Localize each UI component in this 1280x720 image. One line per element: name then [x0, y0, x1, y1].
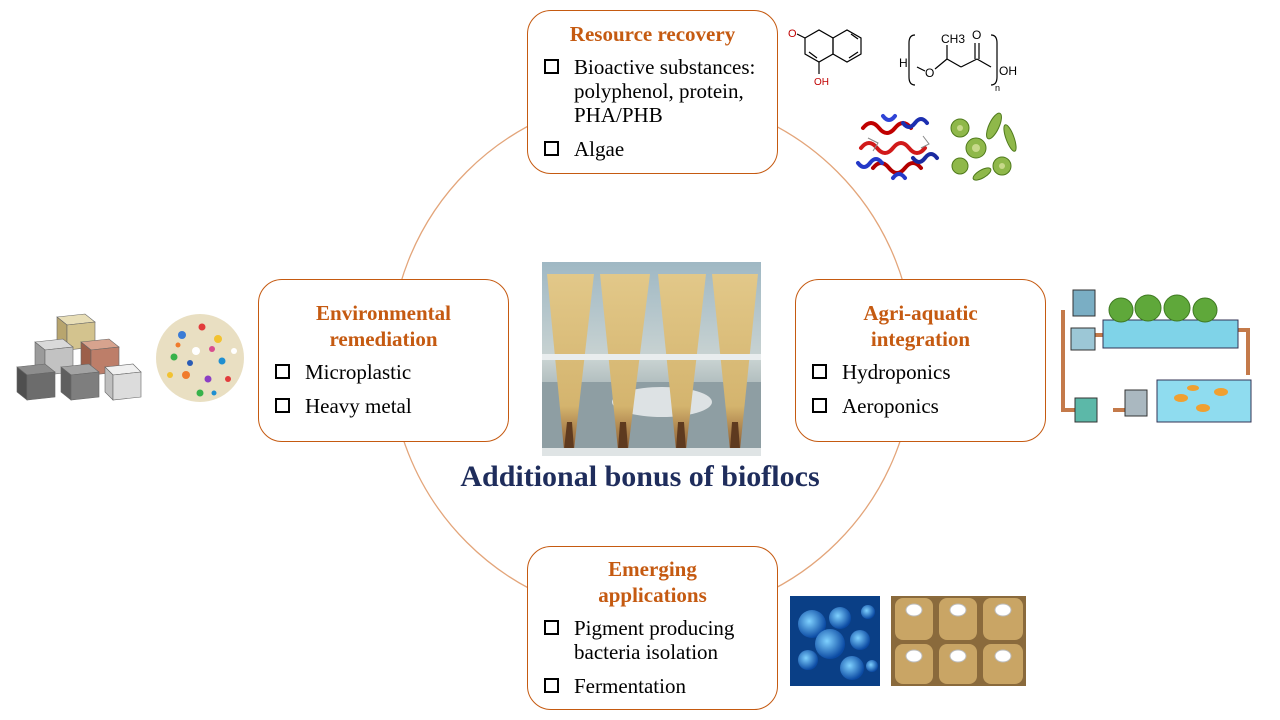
list-item: Fermentation — [544, 674, 769, 698]
resource-recovery-title: Resource recovery — [569, 22, 736, 46]
protein-structure-image — [856, 114, 939, 180]
phb-carbonyl-o-label: O — [972, 28, 981, 42]
checkbox-icon — [812, 364, 827, 379]
environmental-remediation-title: Environmental remediation — [316, 301, 451, 351]
coumarin-structure-image: O OH — [788, 28, 862, 88]
list-item: Hydroponics — [812, 360, 1045, 384]
agri-aquatic-integration-title: Agri-aquatic integration — [863, 301, 978, 351]
checkbox-icon — [812, 398, 827, 413]
coumarin-oh-label: OH — [814, 77, 829, 88]
aquaponics-system-image — [1061, 289, 1252, 423]
checkbox-icon — [544, 141, 559, 156]
phb-oh-label: OH — [999, 64, 1017, 78]
emerging-applications-title: Emerging applications — [598, 557, 707, 607]
bacteria-micrograph-image — [790, 596, 880, 686]
checkbox-icon — [275, 364, 290, 379]
list-item: Aeroponics — [812, 394, 1045, 418]
coumarin-o-label: O — [788, 28, 797, 40]
environmental-remediation-box: Environmental remediation Microplastic H… — [258, 279, 509, 442]
checkbox-icon — [544, 59, 559, 74]
checkbox-icon — [544, 620, 559, 635]
phb-h-label: H — [899, 56, 908, 70]
checkbox-icon — [275, 398, 290, 413]
phb-ch3-label: CH3 — [941, 32, 965, 46]
phb-n-label: n — [995, 83, 1000, 93]
phb-o-label: O — [925, 66, 934, 80]
microplastic-image — [156, 314, 244, 402]
list-item: Pigment producing bacteria isolation — [544, 616, 769, 664]
resource-recovery-box: Resource recovery Bioactive substances: … — [527, 10, 778, 174]
checkbox-icon — [544, 678, 559, 693]
list-item: Microplastic — [275, 360, 508, 384]
fermentation-bottles-image — [891, 596, 1026, 686]
list-item: Bioactive substances: polyphenol, protei… — [544, 55, 769, 127]
center-title: Additional bonus of bioflocs — [460, 460, 820, 493]
imhoff-cones-photo — [542, 262, 761, 456]
list-item: Algae — [544, 137, 769, 161]
agri-aquatic-integration-box: Agri-aquatic integration Hydroponics Aer… — [795, 279, 1046, 442]
metal-cubes-image — [16, 313, 142, 401]
phb-structure-image: H O CH3 O OH n — [899, 28, 1017, 93]
emerging-applications-box: Emerging applications Pigment producing … — [527, 546, 778, 710]
algae-image — [946, 108, 1022, 186]
list-item: Heavy metal — [275, 394, 508, 418]
